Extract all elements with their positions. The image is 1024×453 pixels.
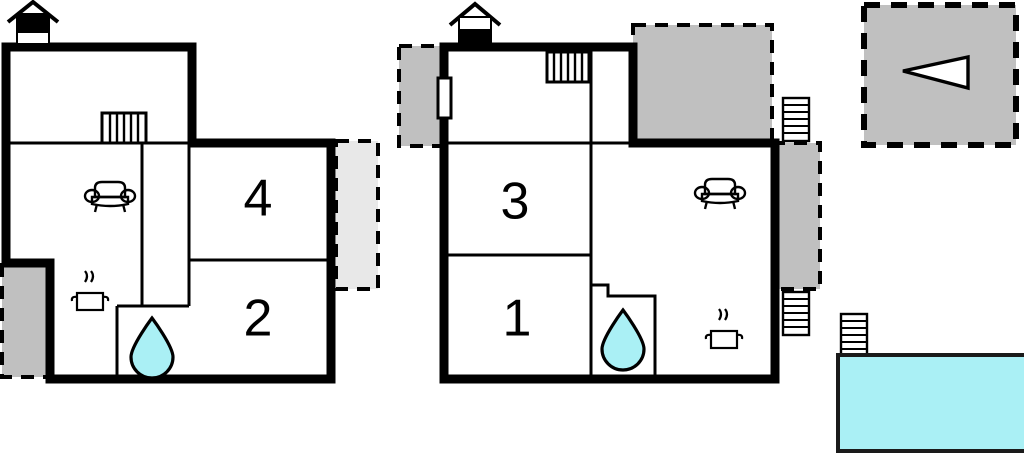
- cooking-pot-icon-right: [704, 308, 744, 350]
- orientation-view-box: [861, 2, 1019, 148]
- sofa-right-leg-l: [703, 200, 709, 210]
- house-door-left: [16, 31, 50, 45]
- pot-right-handle-l: [704, 333, 712, 340]
- room-label-3: 3: [501, 173, 530, 231]
- pot-right-steam-2: [724, 308, 729, 321]
- sofa-right-seat: [700, 192, 740, 205]
- pot-right-body: [709, 329, 739, 350]
- sofa-left-leg-l: [93, 203, 99, 213]
- sofa-left-back: [93, 180, 127, 199]
- sofa-left-seat: [90, 195, 130, 208]
- terrace-east-left-fill: [334, 139, 380, 291]
- water-drop-icon-right: [600, 307, 646, 372]
- pot-left-body: [75, 291, 105, 312]
- pot-left-handle-r: [102, 295, 110, 302]
- sofa-left-leg-r: [121, 203, 127, 213]
- swimming-pool: [836, 312, 1024, 453]
- view-direction-triangle-icon: [902, 54, 970, 91]
- right-unit-interior: [444, 47, 775, 379]
- terrace-southwest-left-fill: [0, 263, 52, 379]
- pot-left-handle-l: [70, 295, 78, 302]
- left-unit-outer-wall: [1, 42, 336, 384]
- pot-right-steam-1: [718, 308, 723, 321]
- right-wall-bath-outline: [591, 283, 657, 379]
- stairs-icon-right: [545, 50, 591, 84]
- house-body-left: [16, 13, 50, 33]
- room-label-1: 1: [503, 290, 532, 348]
- stairs-icon-left: [100, 111, 148, 145]
- water-drop-icon-left: [129, 315, 175, 380]
- sofa-icon-left: [83, 180, 137, 213]
- right-floor-plan: 3 1: [397, 1, 822, 384]
- pool-steps-icon: [839, 312, 869, 357]
- left-floor-plan: 4 2: [0, 0, 380, 384]
- terrace-east-left-unit: [334, 139, 380, 291]
- room-label-2: 2: [244, 290, 273, 348]
- pot-left-steam-1: [84, 270, 89, 283]
- sofa-right-back: [703, 177, 737, 196]
- window-icon-right: [436, 76, 453, 120]
- sofa-icon-right: [693, 177, 747, 210]
- house-entrance-icon-right: [448, 1, 502, 46]
- pot-left-steam-2: [90, 270, 95, 283]
- sofa-right-leg-r: [731, 200, 737, 210]
- ladder-steps-icon-lower: [781, 290, 811, 337]
- house-body-right: [458, 29, 492, 46]
- ladder-steps-icon-upper: [781, 96, 811, 143]
- right-unit-interior-walls: [444, 47, 775, 379]
- pool-basin: [836, 353, 1024, 453]
- house-door-right: [458, 16, 492, 31]
- right-unit-outer-wall: [439, 42, 780, 384]
- room-label-4: 4: [244, 170, 273, 228]
- house-entrance-icon-left: [6, 0, 60, 45]
- terrace-southwest-left-unit: [0, 263, 52, 379]
- pot-right-handle-r: [736, 333, 744, 340]
- terrace-northeast-right-unit: [631, 23, 774, 146]
- cooking-pot-icon-left: [70, 270, 110, 312]
